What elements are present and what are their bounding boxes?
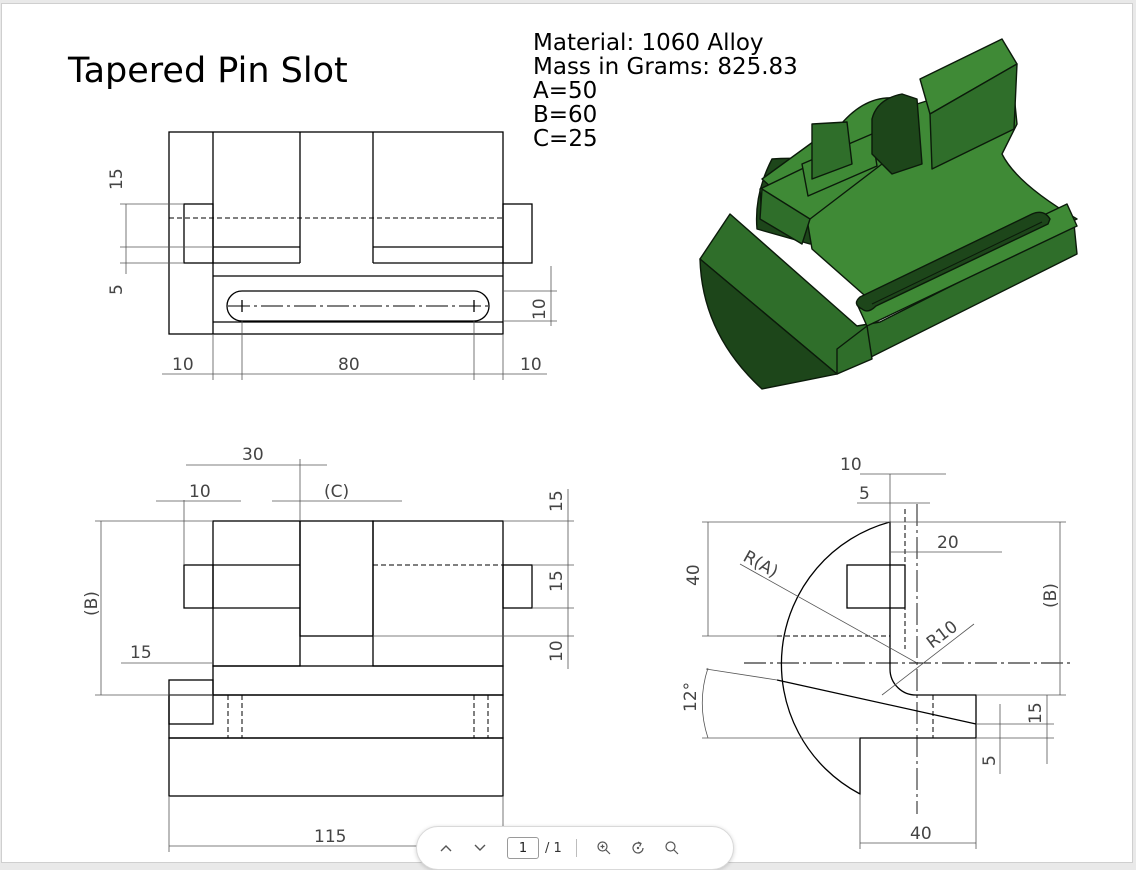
drawing-sheet: Tapered Pin Slot Material: 1060 Alloy Ma…	[1, 3, 1133, 863]
page-number-input[interactable]	[507, 837, 539, 859]
dim-5-side: 5	[859, 484, 870, 504]
dim-15-side: 15	[1026, 702, 1046, 724]
dim-10-side: 10	[840, 455, 862, 475]
side-view: 10 5 20 40 R(A) R10 (B) 12° 15 5 40	[681, 455, 1072, 849]
dim-10-r: 10	[547, 640, 567, 662]
dim-5-side-b: 5	[980, 755, 1000, 766]
note-material: Material: 1060 Alloy	[533, 30, 764, 56]
dim-radius-a: R(A)	[740, 547, 782, 582]
dim-10-right: 10	[520, 355, 542, 375]
top-view: 15 5 10 10 80 10	[107, 131, 557, 380]
previous-page-button[interactable]	[429, 833, 463, 863]
search-icon	[665, 841, 679, 855]
drawing-title: Tapered Pin Slot	[67, 51, 348, 91]
next-page-button[interactable]	[463, 833, 497, 863]
engineering-drawing: Tapered Pin Slot Material: 1060 Alloy Ma…	[67, 30, 1078, 852]
dim-15-r1: 15	[547, 490, 567, 512]
page-total: / 1	[545, 840, 562, 856]
dim-20-side: 20	[937, 533, 959, 553]
dim-40-horiz: 40	[910, 824, 932, 844]
dim-10-left: 10	[172, 355, 194, 375]
dim-10-slot: 10	[530, 298, 550, 320]
dim-angle-12: 12°	[681, 682, 701, 712]
note-mass: Mass in Grams: 825.83	[533, 54, 798, 80]
dim-15-r2: 15	[547, 570, 567, 592]
chevron-down-icon	[474, 844, 486, 851]
dim-40-vert: 40	[684, 564, 704, 586]
rotate-button[interactable]	[621, 833, 655, 863]
isometric-view	[699, 38, 1078, 390]
pdf-toolbar: / 1	[416, 826, 734, 870]
dim-b-side: (B)	[1041, 583, 1061, 608]
dim-b-front: (B)	[82, 591, 102, 616]
dim-5-top: 5	[107, 284, 127, 295]
note-a: A=50	[533, 78, 597, 104]
dim-c: (C)	[324, 482, 349, 502]
dim-115: 115	[314, 827, 346, 847]
rotate-icon	[632, 841, 644, 854]
note-b: B=60	[533, 102, 597, 128]
toolbar-divider	[575, 839, 577, 857]
dim-80: 80	[338, 355, 360, 375]
chevron-up-icon	[440, 845, 452, 852]
dim-r10: R10	[923, 617, 962, 653]
dim-30: 30	[242, 445, 264, 465]
zoom-in-icon	[597, 841, 611, 855]
dim-15-left: 15	[130, 643, 152, 663]
search-button[interactable]	[655, 833, 689, 863]
dim-15-top: 15	[107, 168, 127, 190]
front-view: 30 10 (C) (B) 15 15 15 10 115	[82, 445, 574, 852]
dim-10-front: 10	[189, 482, 211, 502]
note-c: C=25	[533, 126, 598, 152]
zoom-in-button[interactable]	[587, 833, 621, 863]
